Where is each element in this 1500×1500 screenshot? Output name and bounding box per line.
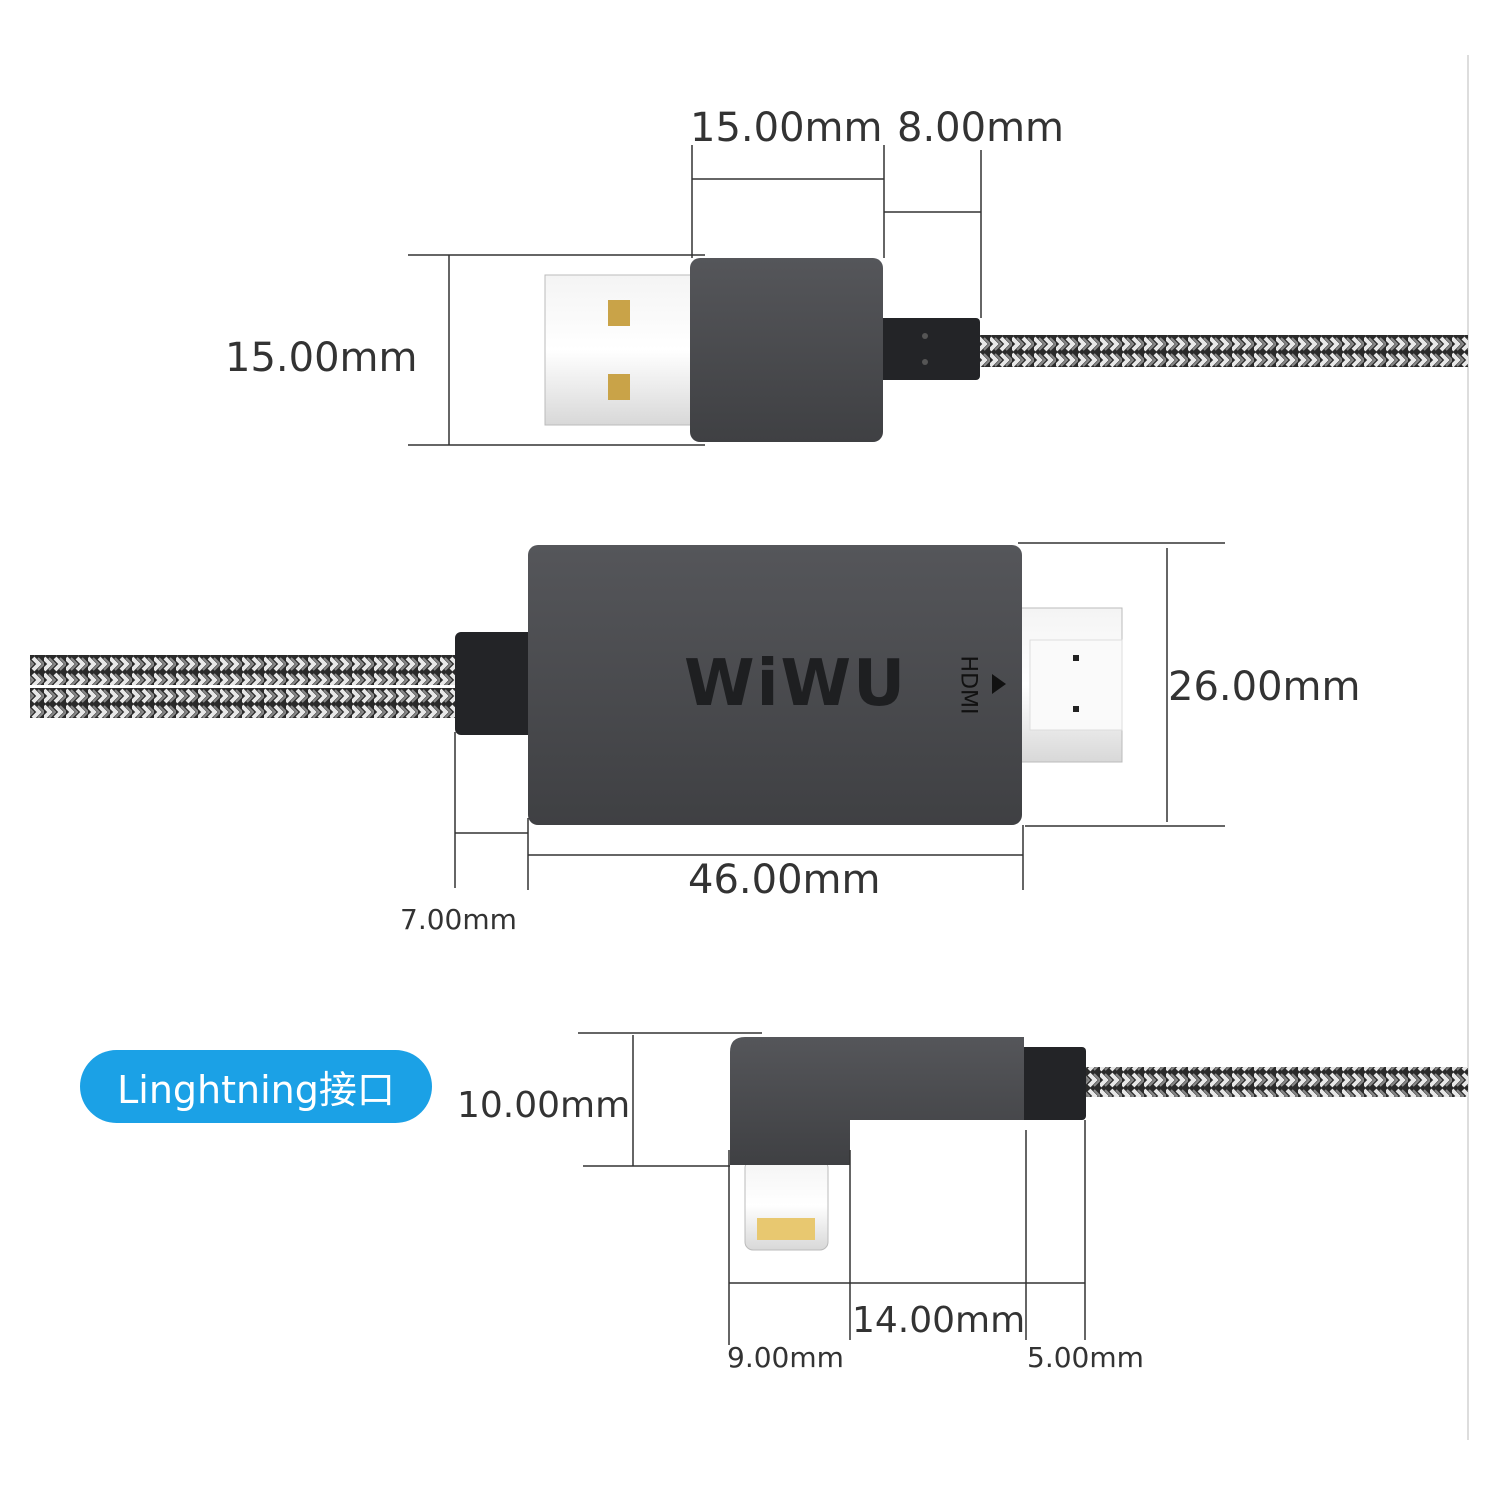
brand-logo: WiWU (684, 647, 908, 721)
braided-cable (30, 655, 462, 685)
usb-neck-length-label: 8.00mm (897, 105, 1064, 151)
usb-hole (608, 374, 630, 400)
lightning-badge-label: Linghtning接口 (117, 1068, 395, 1112)
hdmi-neck-length-label: 7.00mm (400, 903, 517, 936)
usb-dimension-lines (408, 145, 982, 446)
lightning-badge: Linghtning接口 (80, 1050, 432, 1123)
lightning-contacts (757, 1218, 815, 1240)
braided-cable (30, 688, 462, 718)
arrow-right-icon (992, 674, 1006, 694)
hdmi-housing (528, 545, 1022, 825)
hdmi-dimension-lines (454, 542, 1225, 890)
usb-connector (544, 258, 1468, 442)
hdmi-height-label: 26.00mm (1168, 664, 1361, 710)
lightning-housing (730, 1037, 1024, 1165)
usb-hole (608, 300, 630, 326)
lightning-body-length-label: 14.00mm (852, 1300, 1026, 1341)
usb-height-label: 15.00mm (225, 335, 418, 381)
usb-housing (690, 258, 883, 442)
braided-cable (980, 335, 1468, 367)
lightning-connector (730, 1037, 1468, 1251)
usb-plug-length-label: 15.00mm (690, 105, 883, 151)
hdmi-body-length-label: 46.00mm (688, 857, 881, 903)
hdmi-port-label: HDMI (955, 655, 981, 715)
lightning-height-label: 10.00mm (457, 1085, 631, 1126)
lightning-dimension-lines (578, 1032, 1086, 1345)
lightning-neck (1020, 1047, 1086, 1120)
lightning-neck-length-label: 5.00mm (1027, 1341, 1144, 1374)
usb-plug (544, 274, 696, 426)
lightning-tip-width-label: 9.00mm (727, 1341, 844, 1374)
braided-cable (1085, 1067, 1468, 1097)
hdmi-connector (30, 545, 1123, 825)
hdmi-neck (455, 632, 540, 735)
usb-neck (876, 318, 980, 380)
